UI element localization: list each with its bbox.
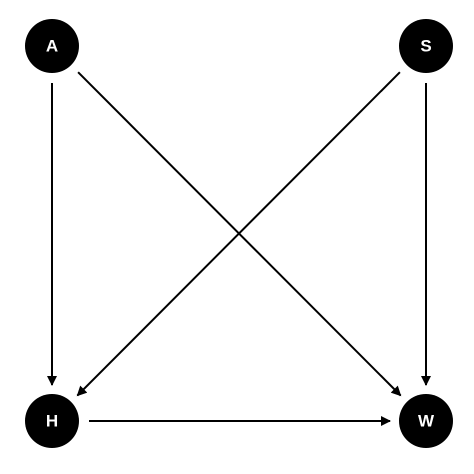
node-s[interactable]: S — [399, 19, 453, 73]
node-h[interactable]: H — [25, 394, 79, 448]
node-h-circle — [25, 394, 79, 448]
node-s-circle — [399, 19, 453, 73]
edge-s-to-h — [76, 71, 401, 397]
edges — [47, 71, 431, 426]
node-a-label: A — [46, 37, 58, 56]
node-h-label: H — [46, 412, 58, 431]
node-w-label: W — [418, 412, 435, 431]
node-w-circle — [399, 394, 453, 448]
node-a-circle — [25, 19, 79, 73]
node-a[interactable]: A — [25, 19, 79, 73]
node-w[interactable]: W — [399, 394, 453, 448]
node-s-label: S — [420, 37, 431, 56]
